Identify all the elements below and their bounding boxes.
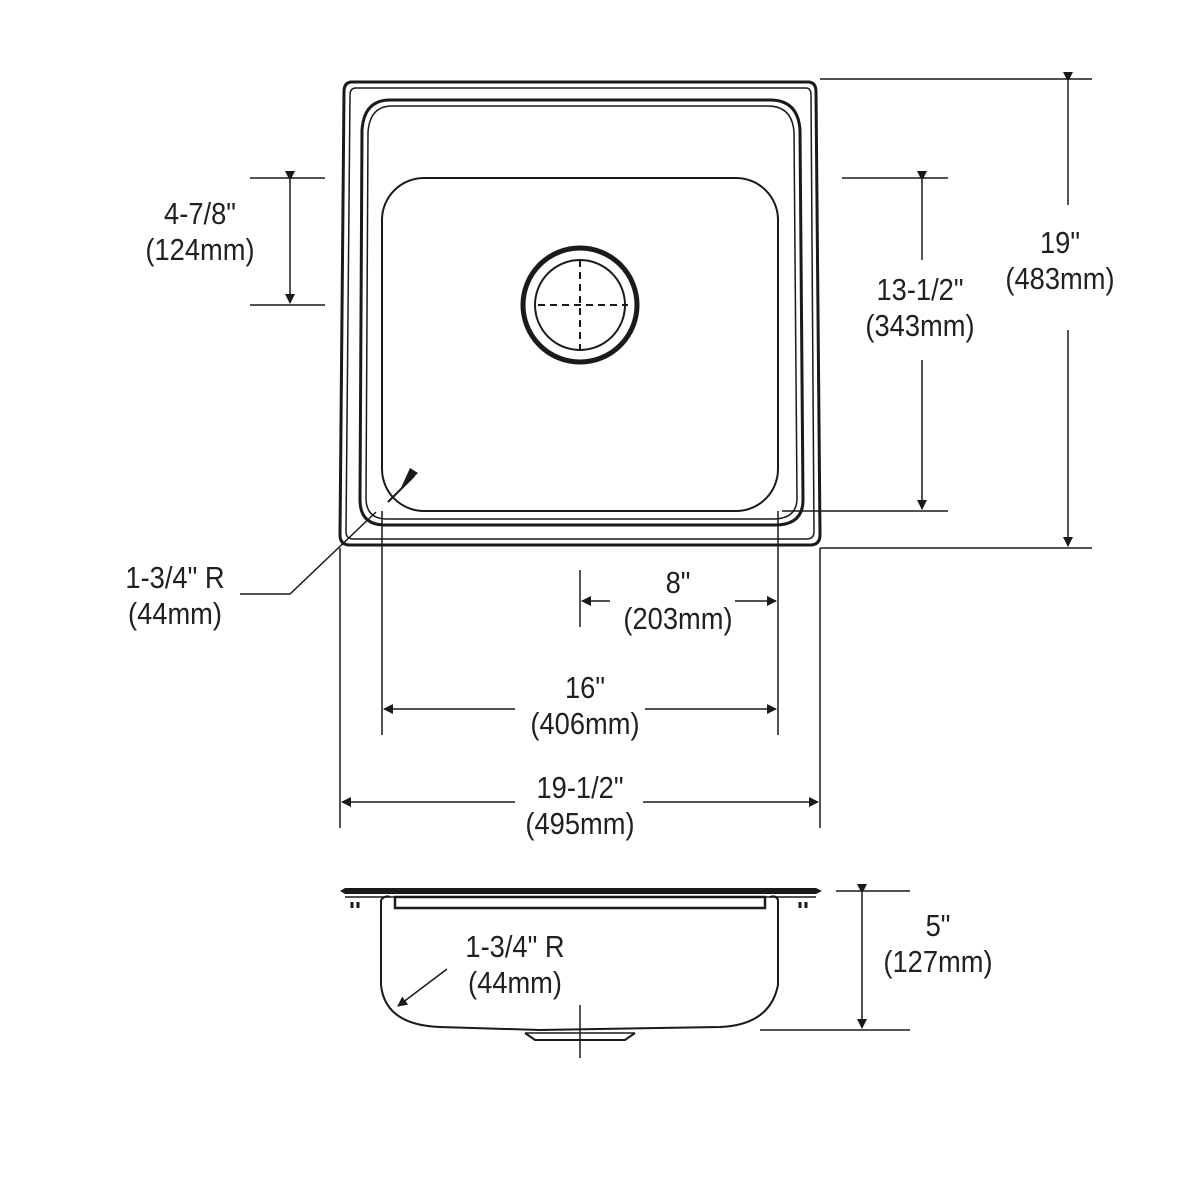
label-bowl-depth: 5" (127mm)	[876, 908, 999, 980]
label-overall-width: 19-1/2" (495mm)	[518, 770, 641, 842]
label-metric: (127mm)	[883, 944, 993, 979]
label-metric: (483mm)	[1005, 261, 1115, 296]
dim-overall-length	[819, 72, 1092, 828]
label-imperial: 19"	[1039, 225, 1081, 260]
label-metric: (44mm)	[468, 965, 562, 1000]
label-imperial: 13-1/2"	[876, 272, 964, 307]
dim-bowl-length	[782, 171, 948, 512]
label-imperial: 1-3/4" R	[465, 929, 565, 964]
label-bowl-front-to-drain: 4-7/8" (124mm)	[138, 196, 261, 268]
label-corner-radius-top: 1-3/4" R (44mm)	[113, 560, 236, 632]
leader-corner-radius-top	[240, 511, 377, 595]
label-bowl-length: 13-1/2" (343mm)	[858, 272, 981, 344]
label-bowl-width: 16" (406mm)	[523, 670, 646, 742]
label-metric: (495mm)	[525, 806, 635, 841]
label-corner-radius-side: 1-3/4" R (44mm)	[453, 929, 576, 1001]
label-drain-offset: 8" (203mm)	[616, 565, 739, 637]
label-overall-length: 19" (483mm)	[998, 225, 1121, 297]
label-metric: (343mm)	[865, 308, 975, 343]
label-imperial: 19-1/2"	[536, 770, 624, 805]
label-imperial: 16"	[564, 670, 606, 705]
dim-bowl-depth	[760, 884, 910, 1031]
label-imperial: 5"	[925, 908, 951, 943]
label-imperial: 4-7/8"	[164, 196, 236, 231]
dim-bowl-front-to-drain	[250, 171, 325, 306]
sink-top-view	[338, 80, 822, 547]
label-metric: (203mm)	[623, 601, 733, 636]
label-imperial: 1-3/4" R	[125, 560, 225, 595]
label-metric: (44mm)	[128, 596, 222, 631]
label-metric: (124mm)	[145, 232, 255, 267]
label-imperial: 8"	[665, 565, 691, 600]
label-metric: (406mm)	[530, 706, 640, 741]
sink-side-view	[340, 888, 822, 1058]
